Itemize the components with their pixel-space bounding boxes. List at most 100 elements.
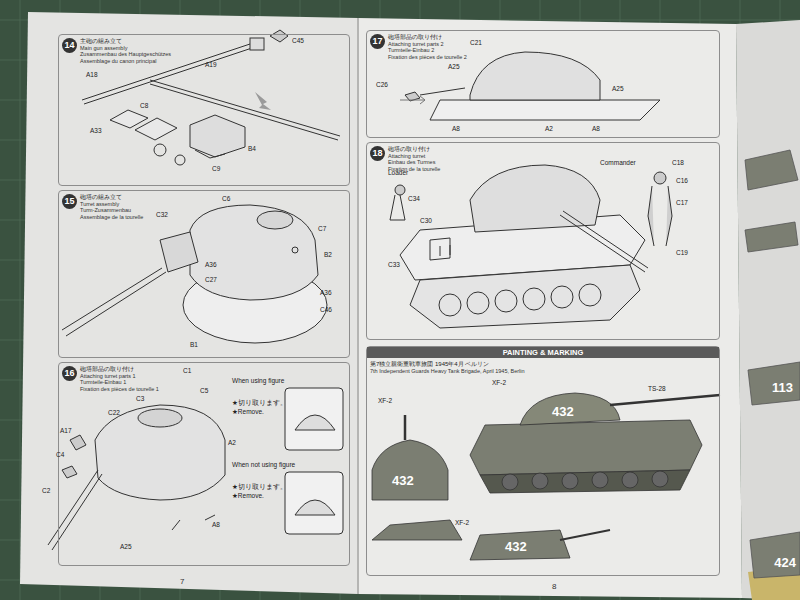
- step-title: Turret assembly: [80, 201, 143, 207]
- part-number: C33: [388, 262, 400, 269]
- tactical-number: 424: [774, 556, 796, 569]
- step-number: 15: [62, 194, 77, 209]
- note-text: When using figure: [232, 378, 284, 385]
- booklet-pages-part: [358, 18, 742, 598]
- step15-drawing-part: [190, 205, 318, 300]
- step18-tank-drawing-part: [439, 294, 461, 316]
- third-page-sketches-part: [745, 222, 798, 252]
- marking-views-part: [532, 473, 548, 489]
- part-number: C9: [212, 166, 220, 173]
- step-title: Attaching turret parts 1: [80, 373, 159, 379]
- note-text: ★切り取ります。: [232, 484, 287, 491]
- step18-tank-drawing-part: [470, 165, 600, 232]
- part-number: C4: [56, 452, 64, 459]
- part-number: C16: [676, 178, 688, 185]
- page-number: 7: [180, 578, 184, 586]
- note-text: Loader: [388, 170, 408, 177]
- marking-views-part: [652, 471, 668, 487]
- step16-drawing-part: [285, 472, 343, 534]
- booklet-pages: [20, 12, 800, 600]
- step-title: Assemblage du canon principal: [80, 58, 171, 64]
- step18-tank-drawing: [390, 165, 672, 328]
- step-title: 砲塔の組み立て: [80, 194, 143, 201]
- part-number: A2: [228, 440, 236, 447]
- part-number: XF-2: [378, 398, 392, 405]
- part-number: A25: [448, 64, 460, 71]
- marking-views-part: [560, 530, 610, 540]
- step16-drawing-part: [285, 388, 343, 450]
- part-number: C34: [408, 196, 420, 203]
- booklet-pages-part: [20, 12, 358, 594]
- part-number: C32: [156, 212, 168, 219]
- step-title: 砲塔の取り付け: [388, 146, 440, 153]
- third-page-sketches-part: [748, 362, 800, 405]
- booklet-pages-part: [736, 20, 800, 600]
- step16-drawing-part: [48, 470, 102, 550]
- step16-drawing-part: [295, 500, 335, 515]
- step16-drawing-part: [295, 415, 335, 430]
- part-number: A18: [86, 72, 98, 79]
- marking-views-part: [502, 474, 518, 490]
- step16-drawing-part: [62, 435, 86, 478]
- step-panel: 17砲塔部品の取り付けAttaching turret parts 2Turmt…: [366, 30, 720, 138]
- part-number: C22: [108, 410, 120, 417]
- step18-tank-drawing-part: [551, 286, 573, 308]
- step15-drawing-part: [292, 247, 298, 253]
- part-number: C5: [200, 388, 208, 395]
- step14-drawing-part: [154, 144, 166, 156]
- section-heading: PAINTING & MARKING: [367, 347, 719, 358]
- step-heading: 17砲塔部品の取り付けAttaching turret parts 2Turmt…: [370, 34, 467, 60]
- note-text: Commander: [600, 160, 636, 167]
- marking-panel: PAINTING & MARKING第7独立親衛重戦車旅団 1945年4月 ベル…: [366, 346, 720, 576]
- step14-drawing-part: [195, 150, 225, 158]
- marking-views-part: [610, 395, 720, 405]
- step-number: 17: [370, 34, 385, 49]
- step15-drawing-part: [257, 211, 293, 229]
- tactical-number: 113: [772, 381, 793, 394]
- title-block: 砲塔の取り付けAttaching turretEinbau des Turmes…: [388, 146, 440, 172]
- step18-tank-drawing-part: [495, 290, 517, 312]
- part-number: C45: [292, 38, 304, 45]
- step16-drawing: [48, 388, 343, 550]
- title-block: 砲塔部品の取り付けAttaching turret parts 2Turmtei…: [388, 34, 467, 60]
- step-title: Zusammenbau des Hauptgeschützes: [80, 51, 171, 57]
- step-title: Turm-Zusammenbau: [80, 207, 143, 213]
- part-number: B1: [190, 342, 198, 349]
- marking-views-part: [404, 415, 407, 440]
- part-number: C1: [183, 368, 191, 375]
- step17-drawing-part: [400, 96, 425, 104]
- step18-tank-drawing-part: [390, 195, 405, 220]
- step-heading: 15砲塔の組み立てTurret assemblyTurm-Zusammenbau…: [62, 194, 143, 220]
- step-panel: 15砲塔の組み立てTurret assemblyTurm-Zusammenbau…: [58, 190, 350, 358]
- booklet-pages-part: [357, 18, 359, 594]
- step-heading: 14主砲の組み立てMain gun assemblyZusammenbau de…: [62, 38, 171, 64]
- marking-views-part: [622, 472, 638, 488]
- step18-tank-drawing-part: [560, 211, 648, 272]
- part-number: A17: [60, 428, 72, 435]
- part-number: A2: [545, 126, 553, 133]
- step17-drawing-part: [430, 100, 660, 120]
- part-number: C3: [136, 396, 144, 403]
- step-title: Attaching turret: [388, 153, 440, 159]
- step18-tank-drawing-part: [430, 238, 450, 260]
- part-number: A19: [205, 62, 217, 69]
- part-number: A25: [612, 86, 624, 93]
- step17-drawing-part: [470, 52, 600, 100]
- tactical-number: 432: [505, 540, 527, 553]
- part-number: C30: [420, 218, 432, 225]
- part-number: C8: [140, 103, 148, 110]
- step15-drawing-part: [62, 268, 166, 336]
- note-text: ★Remove.: [232, 409, 264, 416]
- step-title: Einbau des Turmes: [388, 159, 440, 165]
- step-number: 18: [370, 146, 385, 161]
- title-block: 主砲の組み立てMain gun assemblyZusammenbau des …: [80, 38, 171, 64]
- step18-tank-drawing-part: [410, 265, 640, 328]
- part-number: A36: [205, 262, 217, 269]
- title-block: 砲塔部品の取り付けAttaching turret parts 1Turmtei…: [80, 366, 159, 392]
- step16-drawing-part: [138, 409, 182, 427]
- part-number: C6: [222, 196, 230, 203]
- part-number: C19: [676, 250, 688, 257]
- third-page-sketches-part: [750, 532, 800, 578]
